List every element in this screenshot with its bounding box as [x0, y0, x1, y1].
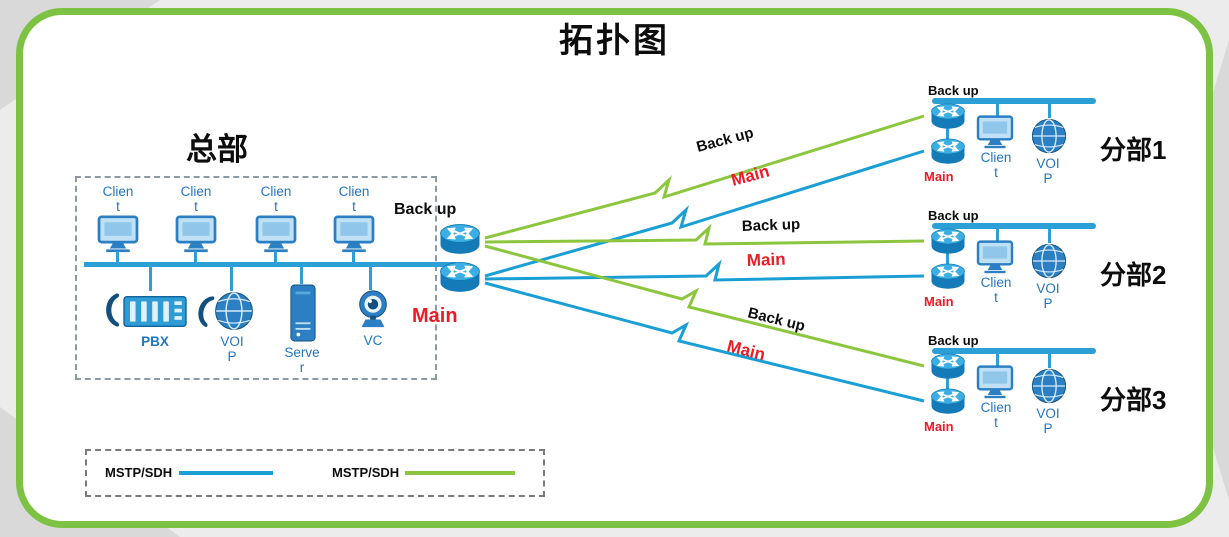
voip-globe-icon	[213, 290, 255, 332]
drop-line	[194, 251, 197, 263]
drop-line	[1048, 104, 1051, 118]
branch-2-name: 分部2	[1100, 260, 1167, 290]
vc-label: VC	[363, 333, 383, 348]
branch-main-label: Main	[924, 294, 954, 309]
voip-label: VOI P	[1036, 281, 1060, 311]
vc-camera-icon	[351, 289, 395, 329]
phone-handset-icon	[100, 291, 120, 329]
client-computer-icon	[975, 115, 1015, 149]
hq-bus-line	[84, 262, 456, 267]
client-label: Clien t	[260, 184, 292, 214]
voip-label: VOI P	[220, 334, 244, 364]
server-label: Serve r	[284, 345, 320, 375]
client-computer-icon	[331, 215, 377, 253]
client-label: Clien t	[338, 184, 370, 214]
drop-line	[1048, 229, 1051, 243]
branch-bus-line	[932, 98, 1096, 104]
client-label: Clien t	[980, 150, 1012, 180]
core-main-label: Main	[412, 305, 458, 327]
legend-label-main: MSTP/SDH	[105, 465, 173, 480]
branch-backup-label: Back up	[928, 208, 979, 223]
branch-main-label: Main	[924, 419, 954, 434]
branch-3-name: 分部3	[1100, 385, 1167, 415]
drop-line	[352, 251, 355, 263]
headquarters-box	[75, 176, 437, 380]
router-icon	[926, 134, 970, 170]
legend-box: MSTP/SDH MSTP/SDH	[85, 449, 545, 497]
legend-backup-line-swatch	[405, 471, 515, 475]
branch-3: Back up Main Clien t VOI P	[918, 333, 1110, 459]
branch-bus-line	[932, 223, 1096, 229]
branch-1-name: 分部1	[1100, 135, 1167, 165]
branch-bus-line	[932, 348, 1096, 354]
voip-label: VOI P	[1036, 156, 1060, 186]
client-label: Clien t	[180, 184, 212, 214]
diagram-panel	[16, 8, 1213, 528]
router-icon	[434, 257, 486, 299]
branch-backup-label: Back up	[928, 83, 979, 98]
client-computer-icon	[173, 215, 219, 253]
voip-label: VOI P	[1036, 406, 1060, 436]
drop-line	[1048, 354, 1051, 368]
drop-line	[300, 267, 303, 284]
branch-1: Back up Main Clien t VOI P	[918, 83, 1110, 209]
pbx-icon	[121, 293, 189, 330]
drop-line	[996, 229, 999, 241]
headquarters-title: 总部	[186, 132, 248, 167]
client-label: Clien t	[102, 184, 134, 214]
legend-label-backup: MSTP/SDH	[332, 465, 400, 480]
drop-line	[996, 354, 999, 366]
client-computer-icon	[975, 365, 1015, 399]
branch-backup-label: Back up	[928, 333, 979, 348]
drop-line	[274, 251, 277, 263]
drop-line	[369, 267, 372, 290]
drop-line	[230, 267, 233, 291]
drop-line	[149, 267, 152, 291]
client-computer-icon	[975, 240, 1015, 274]
server-icon	[289, 283, 317, 343]
voip-globe-icon	[1030, 367, 1068, 405]
router-icon	[926, 259, 970, 295]
router-icon	[926, 224, 970, 260]
branch-2: Back up Main Clien t VOI P	[918, 208, 1110, 334]
voip-globe-icon	[1030, 242, 1068, 280]
pbx-label: PBX	[141, 334, 169, 349]
client-computer-icon	[253, 215, 299, 253]
client-computer-icon	[95, 215, 141, 253]
voip-globe-icon	[1030, 117, 1068, 155]
router-icon	[926, 384, 970, 420]
core-backup-label: Back up	[394, 201, 457, 218]
client-label: Clien t	[980, 275, 1012, 305]
branch-main-label: Main	[924, 169, 954, 184]
client-label: Clien t	[980, 400, 1012, 430]
diagram-title: 拓扑图	[559, 22, 670, 60]
router-icon	[926, 349, 970, 385]
router-icon	[434, 219, 486, 261]
drop-line	[996, 104, 999, 116]
legend-main-line-swatch	[179, 471, 273, 475]
drop-line	[116, 251, 119, 263]
router-icon	[926, 99, 970, 135]
